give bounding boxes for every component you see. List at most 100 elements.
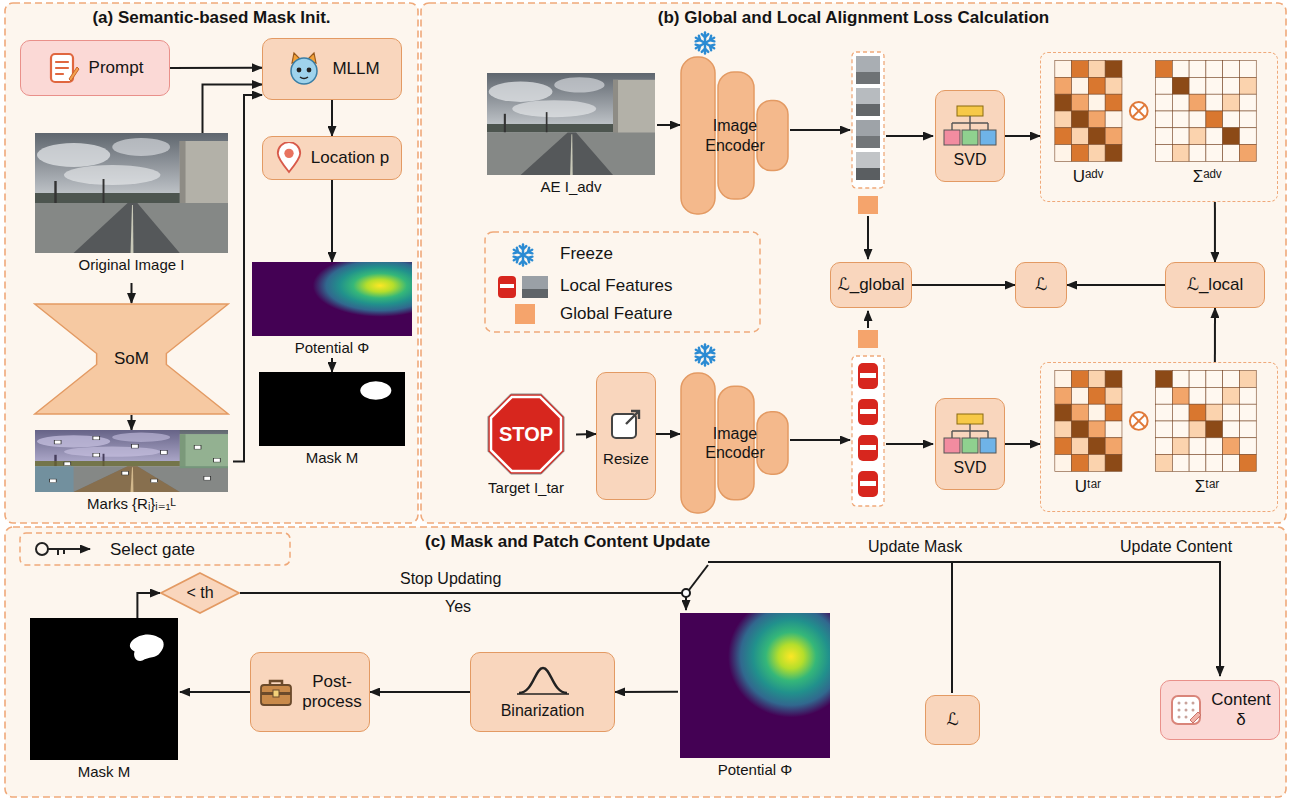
panel-grounds — [5, 3, 1286, 797]
feature-column-top — [852, 52, 884, 214]
connector — [1005, 135, 1040, 137]
flow-label: Yes — [445, 598, 471, 616]
encoder-block: Image Encoder — [680, 372, 790, 514]
legend-entry: Select gate — [110, 540, 195, 560]
panel-title: (b) Global and Local Alignment Loss Calc… — [421, 8, 1286, 28]
legend-entry: Local Features — [560, 276, 672, 296]
connector — [331, 100, 333, 136]
process-box: Location p — [262, 136, 402, 180]
flow-label: Update Content — [1120, 538, 1232, 556]
connector — [912, 284, 1015, 286]
decision-diamond: < th — [160, 572, 240, 614]
legend-entry: Freeze — [560, 244, 613, 264]
matrix-grids — [1041, 366, 1276, 474]
box-label: ℒ_global — [837, 275, 904, 295]
box-label: Binarization — [501, 702, 585, 720]
box-label: Post- process — [302, 672, 362, 711]
connector — [137, 593, 160, 618]
flow-label: Stop Updating — [400, 570, 501, 588]
image-panel: Target I_tar — [476, 392, 576, 510]
matrix-labels: UᵗᵃʳΣᵗᵃʳ — [1041, 477, 1277, 497]
box-label: ℒ_local — [1187, 275, 1244, 295]
label-holder: Update Content — [1120, 538, 1232, 556]
matrix-labels: Uᵃᵈᵛ Σᵃᵈᵛ — [1041, 167, 1277, 187]
image-panel: Mask M — [28, 618, 180, 790]
connector — [657, 124, 680, 126]
svd-box: SVD — [935, 90, 1005, 182]
process-box: Binarization — [470, 652, 615, 732]
resize-icon — [608, 406, 644, 442]
svd-box: SVD — [935, 398, 1005, 490]
encoder-shape — [680, 56, 790, 215]
illustration — [252, 262, 412, 336]
legend-frames — [20, 232, 760, 565]
connector — [131, 283, 133, 303]
local-feature-sample — [498, 276, 548, 298]
legend-text: Local Features — [560, 276, 672, 296]
box-label: Location p — [311, 148, 389, 168]
sign-text: STOP — [486, 422, 566, 446]
connector — [180, 691, 250, 693]
illustration — [680, 613, 830, 758]
panel: (a) Semantic-based Mask Init. Prompt MLLM O… — [5, 3, 418, 523]
label-holder: Yes — [445, 598, 471, 616]
feature-column-bottom — [852, 330, 884, 506]
icon — [275, 142, 303, 174]
image-caption: AE I_adv — [541, 178, 602, 196]
connector — [331, 180, 333, 262]
encoder-block: Image Encoder — [680, 56, 790, 215]
matrix-label: Σᵃᵈᵛ — [1156, 167, 1258, 187]
box-label: MLLM — [332, 59, 379, 79]
illustration — [35, 430, 228, 492]
connector — [370, 691, 470, 693]
connector — [203, 85, 263, 134]
matrix-box: UᵗᵃʳΣᵗᵃʳ — [1040, 362, 1278, 512]
label-holder: Stop Updating — [400, 570, 501, 588]
image-caption: Mask M — [306, 449, 359, 467]
illustration — [30, 618, 178, 760]
box-label: SoM — [114, 349, 149, 369]
connector — [1005, 443, 1040, 445]
connector — [656, 433, 680, 435]
image-caption: Potential Φ — [718, 761, 793, 779]
illustration — [35, 133, 228, 253]
label-holder: Update Mask — [868, 538, 962, 556]
process-box: ℒ_local — [1165, 262, 1265, 308]
connector — [170, 67, 262, 69]
process-box: ℒ — [1015, 262, 1067, 308]
legend-text: Select gate — [110, 540, 195, 560]
box-label: SVD — [954, 459, 987, 477]
connector — [1214, 202, 1216, 262]
connector — [331, 358, 333, 372]
image-caption: Target I_tar — [488, 479, 564, 497]
process-box: ℒ — [925, 695, 980, 745]
connector — [131, 415, 133, 430]
icon — [1169, 693, 1203, 727]
box-label: Content δ — [1211, 690, 1271, 729]
matrix-grids — [1041, 56, 1276, 164]
image-caption: Marks {Rᵢ}ᵢ₌₁ᴸ — [87, 495, 176, 513]
image-panel: Potential Φ — [249, 262, 415, 358]
legend-entry: Global Feature — [515, 304, 672, 324]
image-caption: Mask M — [78, 763, 131, 781]
panel-title: (a) Semantic-based Mask Init. — [5, 8, 418, 28]
connector — [615, 691, 678, 693]
bell-icon — [513, 664, 573, 698]
label-holder: STOP — [486, 422, 566, 446]
matrix-label: Uᵃᵈᵛ — [1054, 167, 1122, 187]
process-box: Prompt — [20, 40, 170, 96]
legend-swatch — [515, 304, 535, 324]
connector — [1214, 308, 1216, 362]
icon — [47, 51, 81, 85]
matrix-label: Σᵗᵃʳ — [1156, 477, 1258, 497]
icon — [284, 49, 324, 89]
illustration — [487, 73, 655, 175]
image-caption: Original Image I — [79, 256, 185, 274]
image-panel: Original Image I — [30, 133, 233, 283]
box-label: Resize — [603, 450, 649, 467]
svd-icon — [937, 103, 1003, 147]
select-gate-sample — [36, 543, 90, 555]
legend-text: Freeze — [560, 244, 613, 264]
connector — [1067, 284, 1165, 286]
process-box: Post- process — [250, 652, 370, 732]
